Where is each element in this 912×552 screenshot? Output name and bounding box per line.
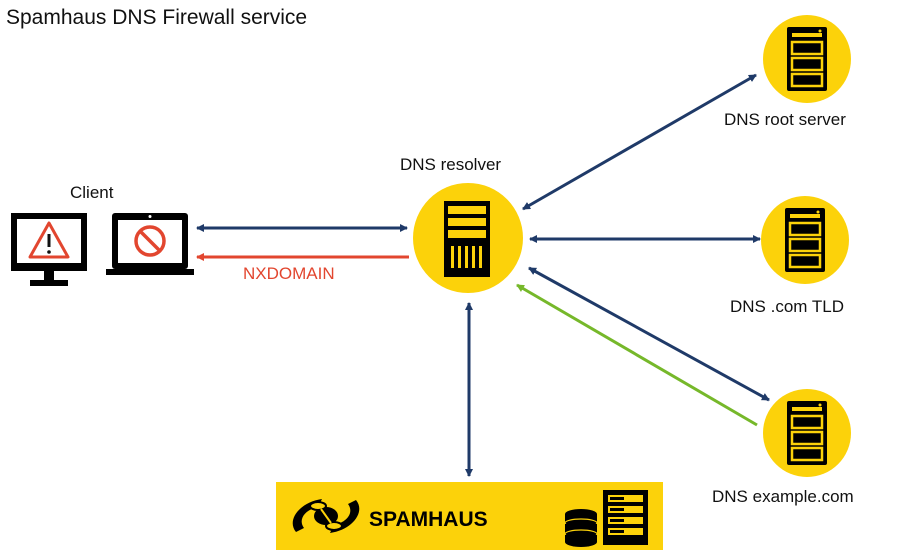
dns-root-server-node [763, 15, 851, 103]
spamhaus-brand-text: SPAMHAUS [369, 508, 488, 531]
database-icon [564, 509, 598, 547]
server-icon [785, 208, 825, 272]
bee-logo-icon [292, 499, 360, 533]
dns-com-tld-node [761, 196, 849, 284]
dns-resolver-node [413, 183, 523, 293]
monitor-warning-icon [11, 213, 87, 286]
client-label: Client [70, 183, 114, 202]
example-answer-arrow [516, 283, 758, 427]
dns-resolver-label: DNS resolver [400, 155, 502, 174]
laptop-blocked-icon [106, 213, 194, 275]
resolver-example-arrow [528, 266, 770, 402]
dns-example-com-label: DNS example.com [712, 487, 854, 506]
server-rack-icon [603, 490, 648, 545]
dns-example-com-node [763, 389, 851, 477]
server-icon [787, 401, 827, 465]
spamhaus-box: SPAMHAUS [276, 482, 663, 550]
server-icon [444, 201, 490, 277]
resolver-root-arrow [522, 73, 757, 211]
diagram-title: Spamhaus DNS Firewall service [6, 6, 308, 29]
server-icon [787, 27, 827, 91]
nxdomain-label: NXDOMAIN [243, 264, 335, 283]
